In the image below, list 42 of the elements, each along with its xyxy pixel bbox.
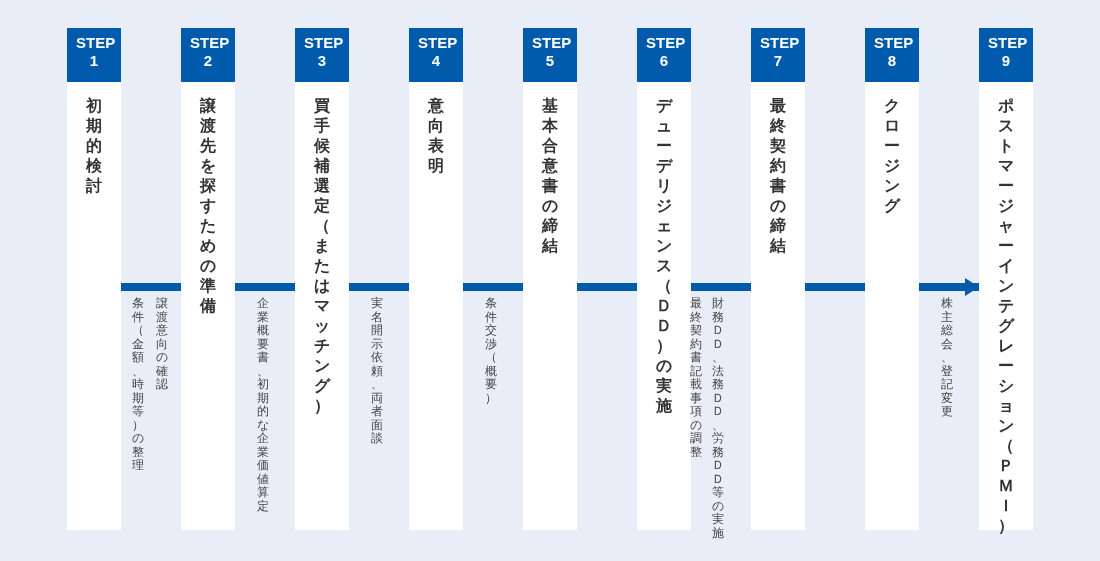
step-badge: STEP 1 [67, 28, 121, 82]
step-title: 初期的検討 [85, 96, 103, 196]
step-column [67, 28, 121, 530]
step-title: 基本合意書の締結 [541, 96, 559, 256]
step-badge: STEP 5 [523, 28, 577, 82]
step-title: 最終契約書の締結 [769, 96, 787, 256]
arrow [919, 278, 979, 296]
step-badge: STEP 4 [409, 28, 463, 82]
connector-bar [235, 283, 295, 291]
step-title: 買手候補選定（またはマッチング） [313, 96, 331, 416]
step-badge: STEP 2 [181, 28, 235, 82]
step-column [181, 28, 235, 530]
step-column [637, 28, 691, 530]
step-title: ポストマージャーインテグレーション（ＰＭＩ） [997, 96, 1015, 536]
connector-bar [805, 283, 865, 291]
step-badge: STEP 7 [751, 28, 805, 82]
step-column [751, 28, 805, 530]
note-text: 譲渡意向の確認 [155, 297, 169, 392]
note-text: 最終契約書記載事項の調整 [689, 297, 703, 459]
step-column [295, 28, 349, 530]
note-text: 財務ＤＤ、法務ＤＤ、労務ＤＤ等の実施 [711, 297, 725, 540]
step-badge: STEP 9 [979, 28, 1033, 82]
note-text: 実名開示依頼、両者面談 [370, 297, 384, 446]
connector-bar [121, 283, 181, 291]
note-text: 企業概要書、初期的な企業価値算定 [256, 297, 270, 513]
step-badge: STEP 6 [637, 28, 691, 82]
step-title: 譲渡先を探すための準備 [199, 96, 217, 316]
note-text: 条件交渉（概要） [484, 297, 498, 405]
step-badge: STEP 3 [295, 28, 349, 82]
step-title: 意向表明 [427, 96, 445, 176]
step-column [409, 28, 463, 530]
connector-bar [577, 283, 637, 291]
step-column [865, 28, 919, 530]
note-text: 条件（金額、時期等）の整理 [131, 297, 145, 473]
step-title: デューデリジェンス（ＤＤ）の実施 [655, 96, 673, 416]
step-title: クロージング [883, 96, 901, 216]
connector-bar [349, 283, 409, 291]
step-badge: STEP 8 [865, 28, 919, 82]
connector-bar [691, 283, 751, 291]
connector-bar [463, 283, 523, 291]
step-column [523, 28, 577, 530]
note-text: 株主総会、登記変更 [940, 297, 954, 419]
